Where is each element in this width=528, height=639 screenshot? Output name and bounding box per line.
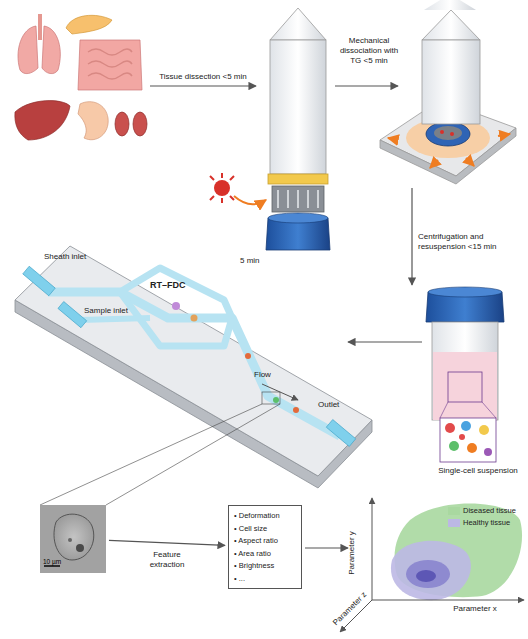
process-arrow	[305, 547, 348, 548]
cell-image-frame: 10 µm	[40, 505, 106, 573]
feature-item: • Area ratio	[234, 548, 296, 561]
dissociator-device	[380, 0, 516, 184]
feature-item: • Cell size	[234, 523, 296, 536]
legend-entry: Diseased tissue	[448, 506, 516, 516]
microfluidic-chip	[15, 246, 372, 505]
feature-list-box: • Deformation• Cell size• Aspect ratio• …	[228, 505, 302, 589]
organ-set	[15, 14, 147, 140]
text-label: Outlet	[318, 400, 358, 410]
feature-item: • Deformation	[234, 510, 296, 523]
legend-text: Healthy tissue	[463, 518, 510, 528]
feature-item: • ...	[234, 573, 296, 586]
feature-item: • Brightness	[234, 560, 296, 573]
process-arrow	[109, 540, 225, 545]
text-label: Tissue dissection <5 min	[148, 72, 258, 82]
process-arrow	[335, 85, 398, 86]
process-arrow	[348, 341, 422, 342]
cell-image	[40, 505, 106, 573]
scale-label: 10 µm	[43, 558, 61, 565]
suspension-tube	[426, 287, 504, 462]
text-label: Parameter z	[325, 584, 374, 633]
text-label: 5 min	[240, 256, 280, 266]
legend-entry: Healthy tissue	[448, 518, 510, 528]
process-arrow	[411, 188, 412, 285]
text-label: Mechanical dissociation with TG <5 min	[334, 36, 404, 66]
legend-swatch	[448, 519, 460, 527]
dissociation-tube	[210, 8, 330, 250]
scatter-plot	[340, 498, 524, 632]
legend-text: Diseased tissue	[463, 506, 516, 516]
edge-label: Feature extraction	[137, 550, 197, 570]
text-label: Centrifugation and resuspension <15 min	[418, 232, 500, 252]
text-label: Flow	[254, 370, 284, 380]
process-arrow	[150, 85, 256, 86]
text-label: Parameter x	[440, 604, 510, 614]
text-label: Sheath inlet	[44, 252, 104, 262]
legend-swatch	[448, 507, 460, 515]
text-label: Parameter y	[347, 523, 357, 583]
text-label: RT–FDC	[150, 280, 210, 290]
feature-item: • Aspect ratio	[234, 535, 296, 548]
text-label: Single-cell suspension	[428, 466, 528, 476]
text-label: Sample inlet	[84, 306, 144, 316]
